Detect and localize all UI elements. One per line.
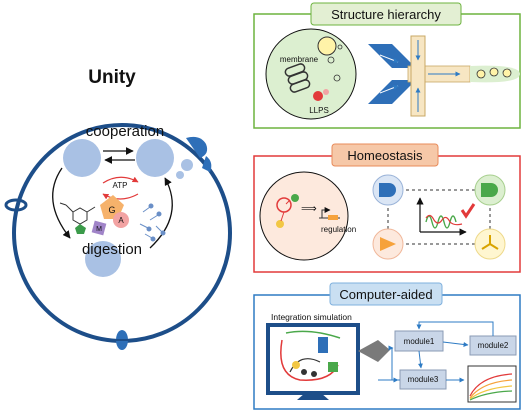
- sim-path-red: [280, 339, 339, 381]
- sim-node-black: [301, 369, 307, 375]
- panel-structure-hierarchy: Structure hierarchy membrane LLPS: [253, 2, 521, 129]
- monitor-stand: [297, 393, 329, 400]
- vesicle-large: [317, 36, 337, 56]
- module1-label: module1: [404, 337, 435, 346]
- sim-node-black-2: [311, 371, 317, 377]
- membrane-protein-top-right-2: [202, 156, 212, 172]
- llps-label: LLPS: [309, 106, 329, 115]
- regulator-link-2: [285, 199, 291, 205]
- module2-label: module2: [478, 341, 509, 350]
- promoter-arrow: [321, 207, 331, 218]
- homeostasis-tag: [331, 143, 439, 167]
- regulator-yellow: [276, 220, 284, 228]
- molecule-a: [113, 212, 129, 228]
- sim-block-blue: [318, 337, 328, 353]
- regulator-link: [280, 211, 285, 222]
- regulation-label: regulation: [321, 225, 356, 234]
- output-droplet-2: [489, 67, 499, 77]
- membrane-vesicles: [284, 63, 311, 93]
- cell-membrane: [12, 123, 232, 343]
- vesicle-mid: [327, 56, 335, 64]
- signal-red: [425, 214, 463, 226]
- small-droplet-1: [181, 159, 193, 171]
- arrow-m1-m2: [442, 341, 469, 347]
- panel-homeostasis: Homeostasis ⟹ regulation: [253, 143, 521, 273]
- channel-arm-bottom: [368, 80, 416, 104]
- output-chart: [467, 365, 517, 403]
- regulator-green: [291, 194, 299, 202]
- flow-arrow-bottom: [379, 85, 399, 94]
- channel-arm-top: [368, 44, 416, 68]
- curved-arrow-left: [52, 167, 71, 239]
- output-droplet-1: [476, 69, 486, 79]
- channel-cross: [410, 35, 426, 117]
- digestion-label: digestion: [82, 241, 142, 258]
- atp-arc-bottom: [102, 193, 139, 200]
- computer-tag: [329, 282, 443, 306]
- droplet-left: [63, 139, 101, 177]
- sim-block-green: [328, 362, 338, 372]
- vesicle-small: [337, 44, 343, 50]
- molecule-a-label: A: [118, 216, 124, 225]
- output-droplet-3: [502, 68, 512, 78]
- atp-arc-top: [102, 176, 139, 184]
- droplet-right: [136, 139, 174, 177]
- big-gray-arrow: [358, 340, 390, 362]
- cooperation-label: cooperation: [86, 123, 164, 140]
- module3-label: module3: [408, 375, 439, 384]
- curved-arrow-right: [149, 177, 173, 249]
- unity-title: Unity: [88, 67, 136, 88]
- node-blue-gate: [379, 183, 396, 197]
- node-green-gate: [481, 183, 498, 197]
- sim-path-black: [289, 358, 321, 373]
- molecule-m: [91, 220, 107, 236]
- signal-green: [425, 215, 457, 229]
- check-icon: [460, 203, 476, 219]
- atp-label: ATP: [113, 181, 128, 190]
- curve-green: [469, 390, 513, 401]
- droplet-bottom: [85, 241, 121, 277]
- membrane-protein-top-right: [186, 136, 208, 158]
- membrane-protein-left: [4, 198, 28, 212]
- panel-computer-aided: Computer-aided Integration simulation mo…: [253, 282, 521, 410]
- membrane-label: membrane: [280, 55, 319, 64]
- curve-yellow: [469, 385, 513, 400]
- molecule-g-label: G: [108, 205, 115, 215]
- node-yellow-gate: [481, 235, 499, 250]
- vesicle-mid-2: [333, 74, 341, 82]
- integration-label: Integration simulation: [271, 312, 352, 322]
- llps-droplet-red: [313, 91, 323, 101]
- small-droplet-2: [176, 171, 184, 179]
- sim-node-yellow: [292, 361, 300, 369]
- arrow-m2-m1: [416, 321, 494, 336]
- sim-path-green: [285, 330, 341, 339]
- structure-tag: [310, 2, 462, 26]
- homeostasis-cell: [259, 171, 349, 261]
- curve-red: [469, 373, 513, 397]
- node-orange-gate: [380, 237, 396, 251]
- computer-title: Computer-aided: [339, 287, 432, 302]
- molecule-green-ring: [75, 224, 86, 234]
- homeostasis-title: Homeostasis: [347, 148, 423, 163]
- unity-cell: Unity cooperation digestion ATP G A M: [4, 67, 232, 350]
- molecule-m-label: M: [96, 226, 102, 233]
- llps-droplet-pink: [323, 89, 329, 95]
- small-bonds: [139, 203, 166, 242]
- molecule-structure: [59, 202, 96, 225]
- flow-arrow-top: [379, 54, 399, 63]
- gene-block: [328, 215, 338, 220]
- arrow-m1-m3: [417, 350, 423, 369]
- structure-title: Structure hierarchy: [331, 7, 441, 22]
- curve-orange: [469, 379, 513, 399]
- implies-arrow: ⟹: [301, 203, 317, 215]
